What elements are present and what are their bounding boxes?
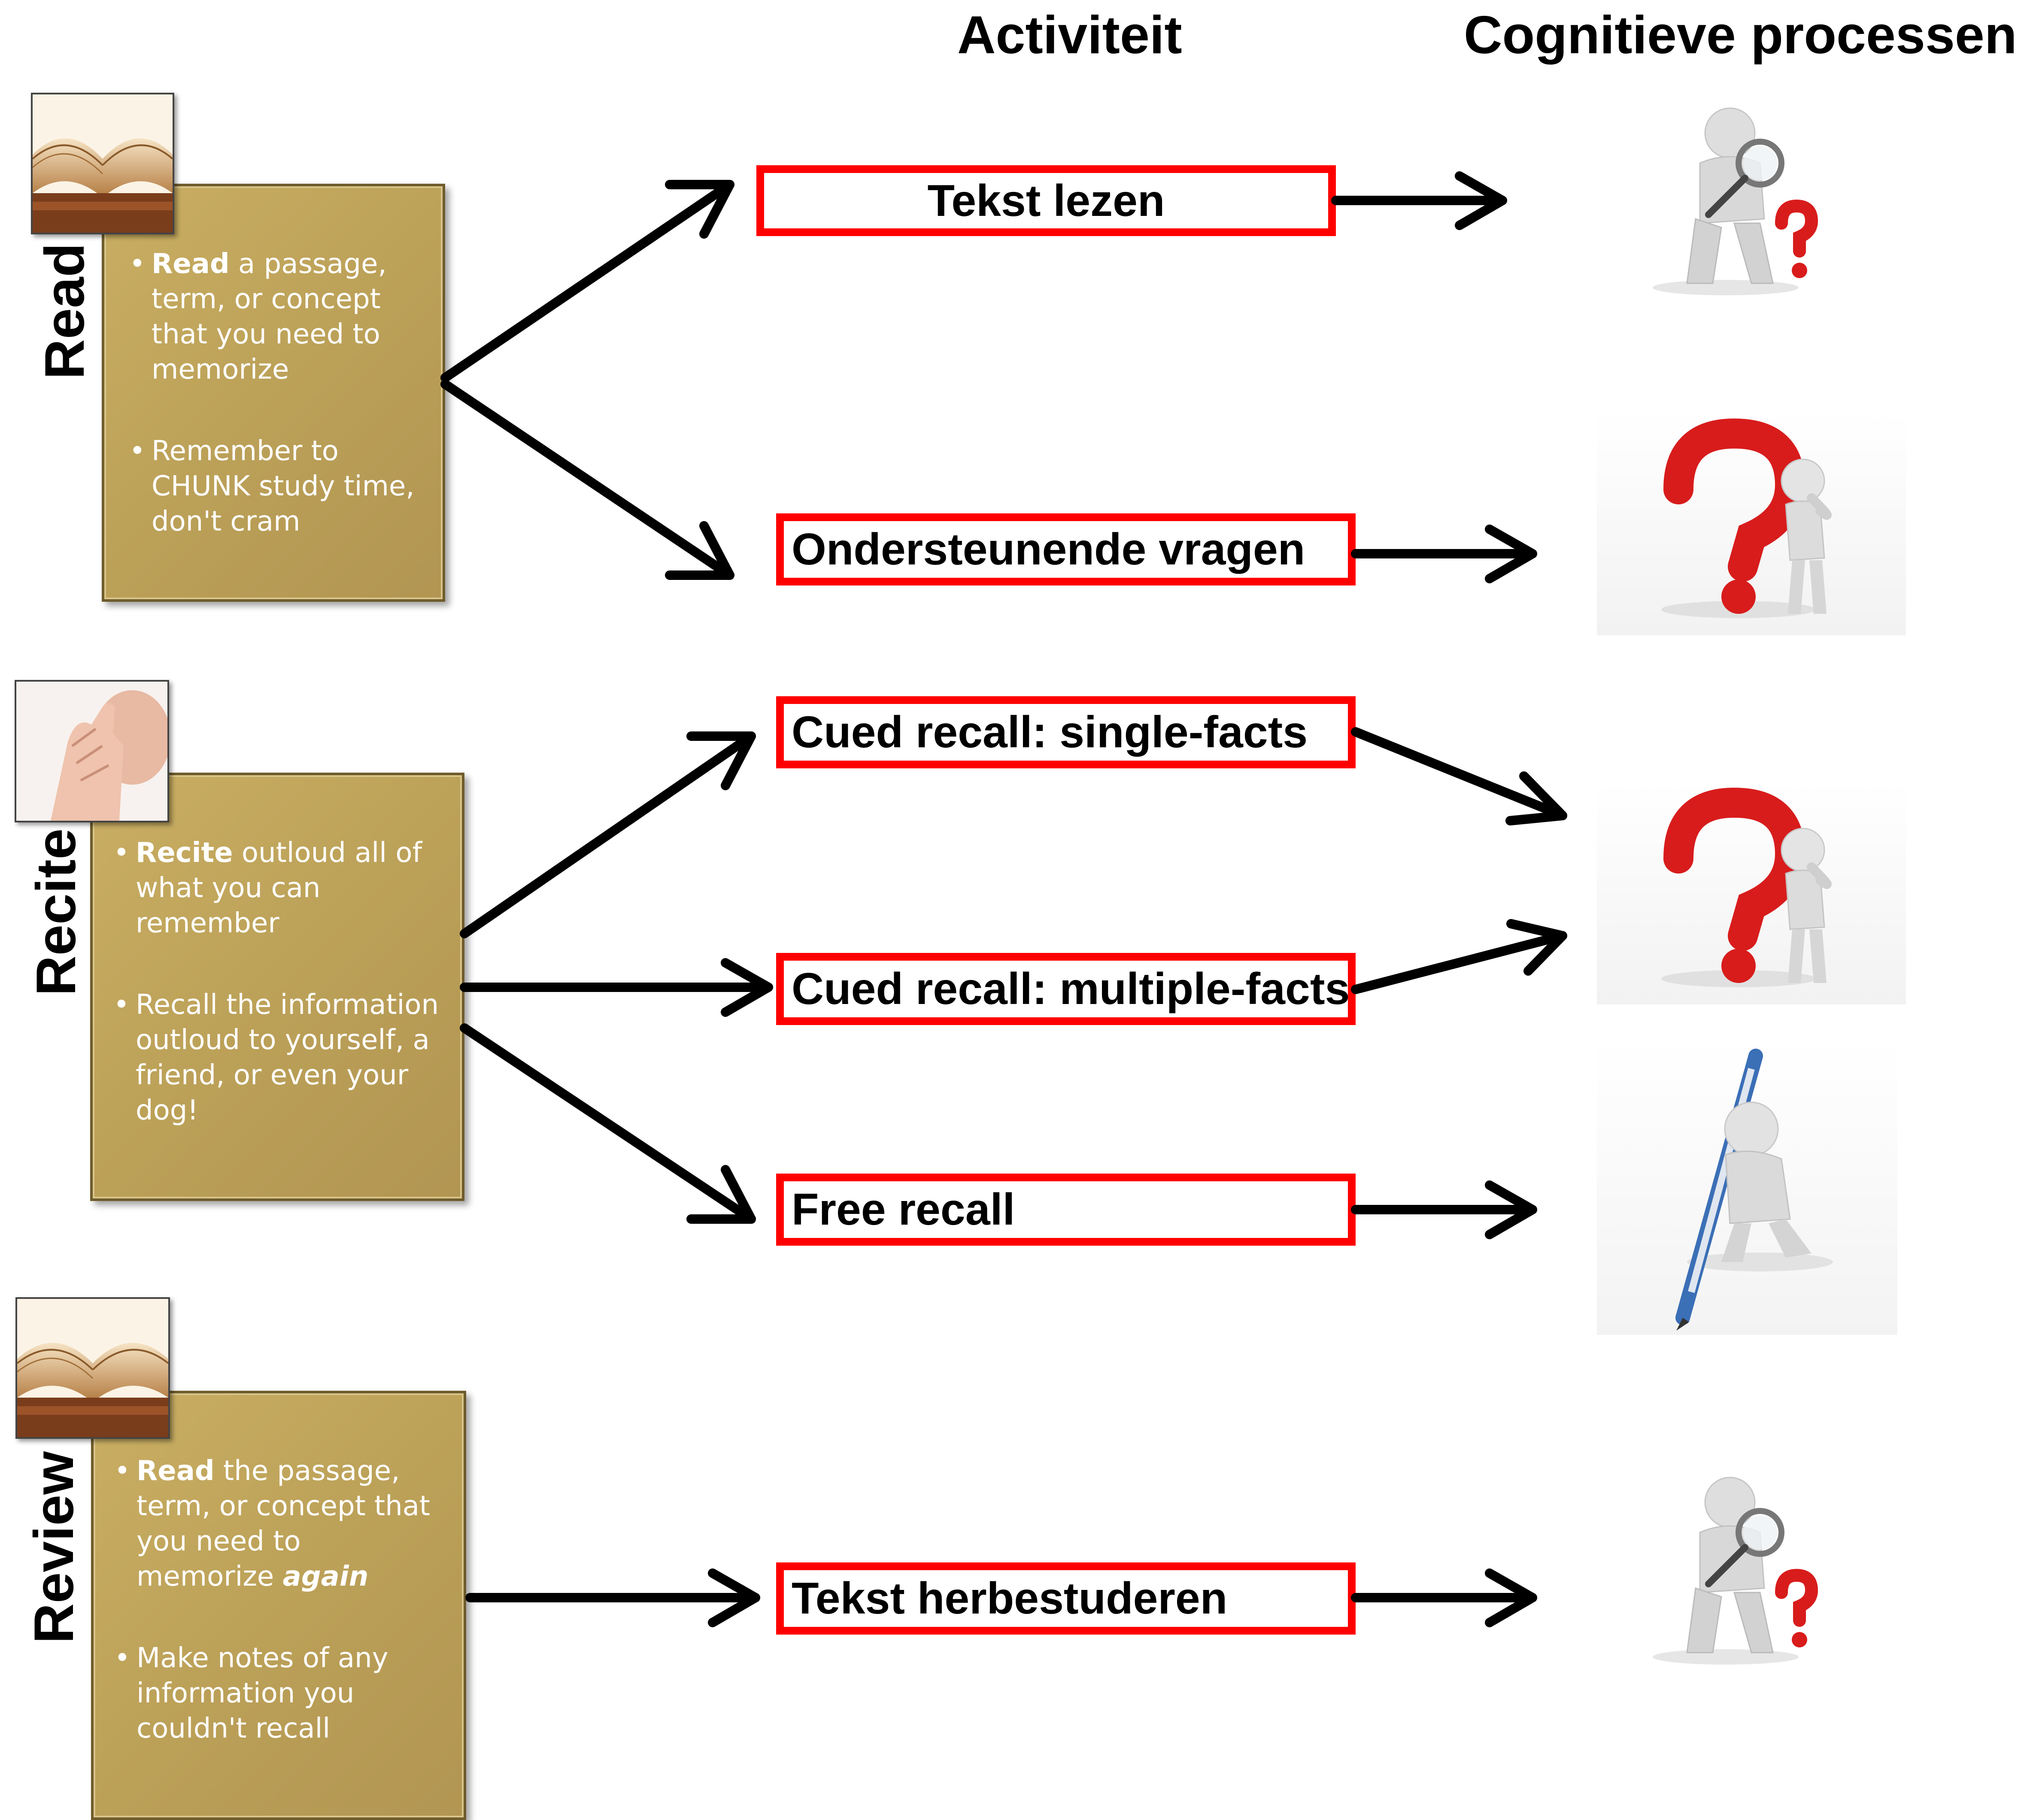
activity-cued-single: Cued recall: single-facts [776, 696, 1356, 768]
read-book-photo [31, 93, 174, 234]
arrow-recite-to-cued-multiple [460, 958, 773, 1017]
book-icon [33, 94, 173, 233]
activity-cued-multiple: Cued recall: multiple-facts [776, 953, 1356, 1025]
review-bullet-1: Read the passage, term, or concept that … [102, 1453, 446, 1594]
read-bullets: Read a passage, term, or concept that yo… [117, 246, 425, 539]
arrow-ondersteunende-to-figure [1351, 525, 1537, 583]
recite-bullets: Recite outloud all of what you can remem… [101, 835, 445, 1128]
thinker-figure-2 [1597, 781, 1906, 1004]
review-panel: Read the passage, term, or concept that … [91, 1391, 466, 1820]
arrow-tekst-lezen-to-figure [1331, 171, 1507, 230]
whisper-hand-icon [16, 682, 167, 821]
activity-tekst-lezen: Tekst lezen [756, 165, 1336, 236]
review-bullets: Read the passage, term, or concept that … [102, 1453, 446, 1746]
read-panel: Read a passage, term, or concept that yo… [102, 184, 445, 602]
figure-question-thinking-icon [1661, 787, 1832, 987]
magnifier-figure-top [1623, 99, 1829, 305]
recite-bullet-1: Recite outloud all of what you can remem… [101, 835, 445, 941]
arrow-review-to-herbestuderen [465, 1568, 760, 1627]
activity-free-recall: Free recall [776, 1174, 1356, 1246]
figure-pen-icon [1675, 1049, 1833, 1331]
activity-tekst-herbestuderen: Tekst herbestuderen [776, 1562, 1356, 1635]
arrow-herbestuderen-to-figure [1351, 1568, 1537, 1627]
arrow-read-to-ondersteunende [440, 379, 734, 580]
review-bullet-2: Make notes of any information you couldn… [102, 1641, 446, 1746]
thinker-figure-1 [1597, 412, 1906, 635]
figure-question-thinking-icon [1661, 418, 1832, 618]
recite-whisper-photo [15, 680, 169, 822]
figure-magnifier-question-icon [1653, 1477, 1818, 1665]
header-activiteit: Activiteit [957, 6, 1182, 65]
recite-bullet-2: Recall the information outloud to yourse… [101, 987, 445, 1128]
book-icon [17, 1299, 168, 1437]
arrow-cued-multiple-to-figure [1351, 919, 1567, 994]
activity-ondersteunende-vragen: Ondersteunende vragen [776, 513, 1356, 585]
header-cognitieve-processen: Cognitieve processen [1464, 6, 2017, 65]
arrow-free-recall-to-figure [1351, 1180, 1537, 1239]
review-book-photo [15, 1297, 170, 1439]
magnifier-figure-bottom [1623, 1468, 1829, 1674]
arrow-recite-to-cued-single [460, 731, 756, 938]
arrow-cued-single-to-figure [1351, 727, 1567, 825]
read-bullet-2: Remember to CHUNK study time, don't cram [117, 434, 425, 539]
read-bullet-1: Read a passage, term, or concept that yo… [117, 246, 425, 387]
arrow-recite-to-free-recall [460, 1023, 756, 1224]
recite-panel: Recite outloud all of what you can remem… [90, 773, 464, 1201]
arrow-read-to-tekst-lezen [440, 180, 734, 382]
pen-figure [1597, 1039, 1897, 1335]
figure-magnifier-question-icon [1653, 107, 1818, 295]
